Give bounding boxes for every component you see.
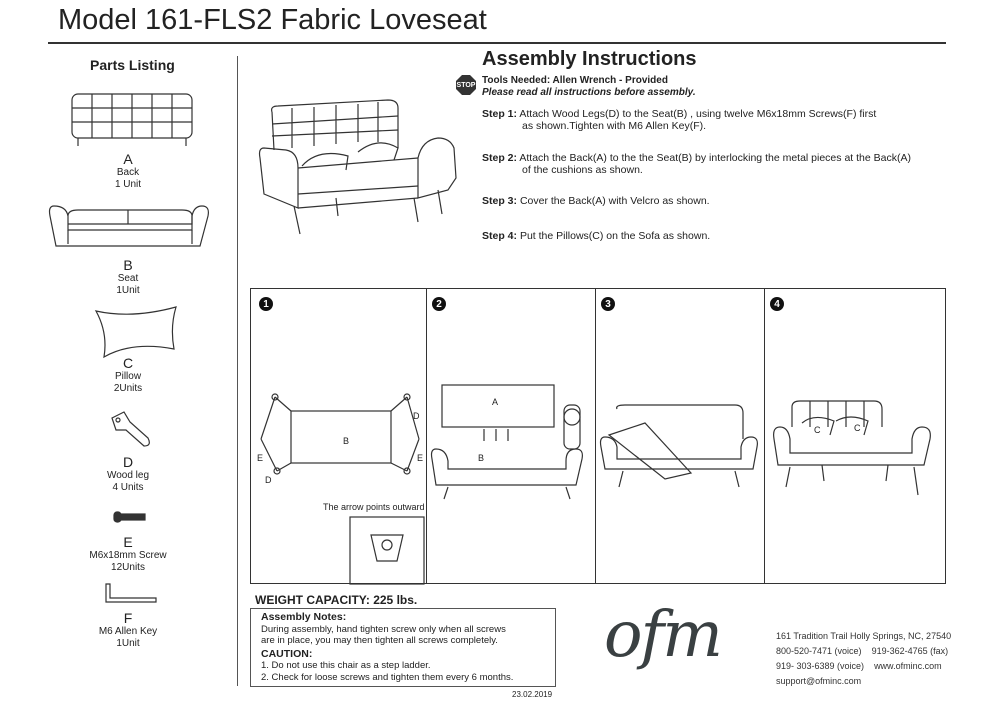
part-qty: 1Unit [116,638,140,649]
notes-line: are in place, you may then tighten all s… [261,635,498,646]
website-link[interactable]: www.ofminc.com [874,661,942,671]
pillow-label: C [854,423,861,433]
part-name: Seat [117,273,139,284]
step-label: Step 2: [482,152,518,164]
part-letter: C [122,355,134,371]
stop-icon: STOP [456,75,476,95]
allen-key-part-drawing [105,583,157,603]
part-c: C Pillow 2Units [58,356,198,395]
panel-1-drawing: B D D E E The arrow points outward [257,393,425,585]
wood-leg-part-drawing [111,411,150,447]
part-a: A Back 1 Unit [58,152,198,191]
tools-needed: Tools Needed: Allen Wrench - Provided [482,75,668,86]
leg-label: D [265,475,272,485]
phone-voice: 800-520-7471 (voice) [776,646,862,656]
parts-listing-heading: Parts Listing [90,57,175,73]
part-f: F M6 Allen Key 1Unit [58,611,198,650]
screw-part-drawing [113,511,146,523]
part-b: B Seat 1Unit [58,258,198,297]
panel-2-drawing: A B [430,384,583,500]
loveseat-illustration [258,99,457,235]
pillow-part-drawing [94,306,177,359]
step-text: Attach the Back(A) to the the Seat(B) by… [519,152,911,164]
page-title: Model 161-FLS2 Fabric Loveseat [58,4,487,36]
contact-info: 161 Tradition Trail Holly Springs, NC, 2… [776,629,951,689]
part-d: D Wood leg 4 Units [58,455,198,494]
assembly-notes-box: Assembly Notes: During assembly, hand ti… [250,608,556,687]
step-text: Put the Pillows(C) on the Sofa as shown. [519,230,711,242]
step-text: Cover the Back(A) with Velcro as shown. [519,195,710,207]
part-name: M6x18mm Screw [89,550,167,561]
notes-heading: Assembly Notes: [261,611,347,623]
part-qty: 1 Unit [114,179,142,190]
back-part-drawing [71,93,193,146]
part-name: Wood leg [106,470,150,481]
screw-label: E [257,453,263,463]
weight-capacity: WEIGHT CAPACITY: 225 lbs. [255,593,418,607]
screw-label: E [417,453,423,463]
seat-part-drawing [48,205,209,247]
column-divider [237,56,238,686]
email-link[interactable]: support@ofminc.com [776,676,862,686]
pillow-label: C [814,425,821,435]
panel-divider [426,289,427,583]
part-name: Pillow [114,371,142,382]
panel-4-drawing: C C [773,400,931,496]
step-3: Step 3: Cover the Back(A) with Velcro as… [482,195,942,207]
part-letter: D [122,454,134,470]
notes-line: During assembly, hand tighten screw only… [261,623,506,635]
step-4: Step 4: Put the Pillows(C) on the Sofa a… [482,230,942,242]
panel-number-1: 1 [259,297,273,311]
caution-item: 2. Check for loose screws and tighten th… [261,671,514,683]
step-text-cont: of the cushions as shown. [522,164,643,176]
title-rule [48,42,946,44]
assembly-heading: Assembly Instructions [482,48,697,70]
part-letter: A [123,151,133,167]
phone-fax: 919-362-4765 (fax) [871,646,949,656]
panel-divider [764,289,765,583]
part-letter: F [123,610,133,626]
part-qty: 12Units [111,562,145,573]
part-e: E M6x18mm Screw 12Units [58,535,198,574]
panel-number-2: 2 [432,297,446,311]
document-date: 23.02.2019 [512,690,553,699]
panel-divider [595,289,596,583]
arrow-note: The arrow points outward [323,502,425,512]
part-letter: E [123,534,133,550]
step-text-cont: as shown.Tighten with M6 Allen Key(F). [522,120,707,132]
step-2: Step 2: Attach the Back(A) to the the Se… [482,152,942,176]
part-name: M6 Allen Key [98,626,158,637]
seat-label: B [478,453,484,463]
step-label: Step 3: [482,195,518,207]
part-letter: B [123,257,133,273]
back-label: A [492,397,498,407]
step-1: Step 1: Attach Wood Legs(D) to the Seat(… [482,108,942,132]
step-label: Step 4: [482,230,518,242]
part-name: Back [116,167,140,178]
step-label: Step 1: [482,108,518,120]
seat-label: B [343,436,349,446]
address: 161 Tradition Trail Holly Springs, NC, 2… [776,631,952,641]
panel-number-3: 3 [601,297,615,311]
part-qty: 4 Units [112,482,144,493]
caution-item: 1. Do not use this chair as a step ladde… [261,660,431,671]
panel-number-4: 4 [770,297,784,311]
step-text: Attach Wood Legs(D) to the Seat(B) , usi… [519,108,877,120]
caution-heading: CAUTION: [261,647,313,660]
step-panels: 1 2 3 4 B D D E E The arrow points outwa… [250,288,946,585]
phone-voice-2: 919- 303-6389 (voice) [776,661,865,671]
part-qty: 1Unit [116,285,140,296]
panel-3-drawing [599,404,758,488]
read-instructions-note: Please read all instructions before asse… [482,87,696,98]
ofm-logo: ofm [604,598,723,672]
leg-label: D [413,411,420,421]
part-qty: 2Units [113,383,143,394]
